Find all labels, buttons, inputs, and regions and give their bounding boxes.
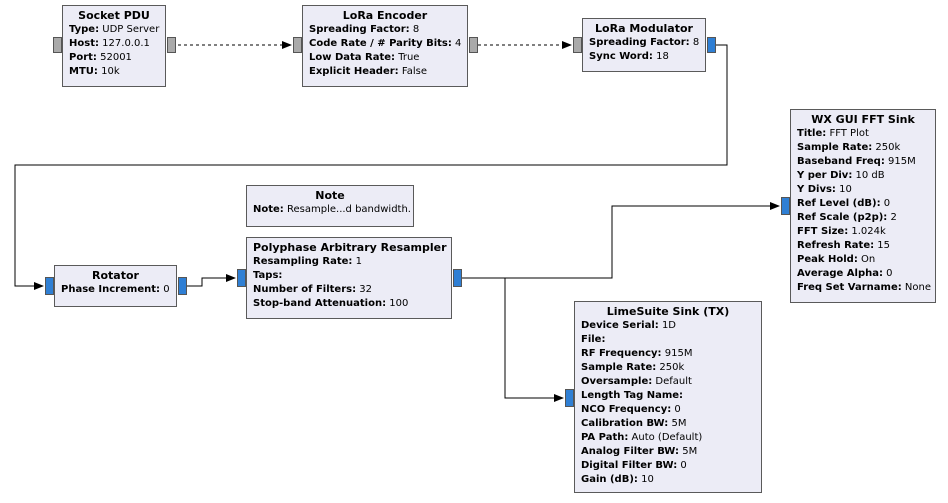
param-row: Ref Level (dB): 0 (797, 198, 891, 209)
block-title: Polyphase Arbitrary Resampler (253, 241, 447, 254)
block-title: Socket PDU (78, 9, 150, 22)
param-row: NCO Frequency: 0 (581, 404, 681, 415)
fft-sink-block[interactable]: WX GUI FFT Sink Title: FFT Plot Sample R… (790, 109, 936, 303)
lora-modulator-block[interactable]: LoRa Modulator Spreading Factor: 8 Sync … (582, 18, 706, 72)
param-row: Oversample: Default (581, 376, 692, 387)
limesuite-sink-input-port[interactable] (565, 389, 574, 407)
rotator-output-port[interactable] (178, 277, 187, 295)
param-row: Freq Set Varname: None (797, 282, 932, 293)
param-row: Length Tag Name: (581, 390, 684, 401)
resampler-block[interactable]: Polyphase Arbitrary Resampler Resampling… (246, 237, 452, 319)
param-row: Sample Rate: 250k (797, 142, 901, 153)
param-row: Sample Rate: 250k (581, 362, 685, 373)
param-row: Peak Hold: On (797, 254, 876, 265)
param-row: Average Alpha: 0 (797, 268, 893, 279)
param-row: RF Frequency: 915M (581, 348, 693, 359)
block-title: LoRa Encoder (342, 9, 428, 22)
limesuite-sink-block[interactable]: LimeSuite Sink (TX) Device Serial: 1D Fi… (574, 301, 762, 493)
socket-pdu-input-port[interactable] (53, 37, 62, 53)
param-row: Gain (dB): 10 (581, 474, 654, 485)
rotator-block[interactable]: Rotator Phase Increment: 0 (54, 265, 177, 307)
param-row: Y Divs: 10 (797, 184, 852, 195)
param-row: Stop-band Attenuation: 100 (253, 298, 409, 309)
block-title: WX GUI FFT Sink (811, 113, 915, 126)
fft-sink-input-port[interactable] (781, 197, 790, 215)
lora-modulator-input-port[interactable] (573, 37, 582, 53)
lora-modulator-output-port[interactable] (707, 37, 716, 53)
param-row: Digital Filter BW: 0 (581, 460, 687, 471)
param-row: Number of Filters: 32 (253, 284, 373, 295)
socket-pdu-output-port[interactable] (167, 37, 176, 53)
block-title: Note (315, 189, 345, 202)
param-row: Code Rate / # Parity Bits: 4 (309, 38, 462, 49)
param-row: Title: FFT Plot (797, 128, 869, 139)
param-row: Explicit Header: False (309, 66, 427, 77)
rotator-input-port[interactable] (45, 277, 54, 295)
block-title: LoRa Modulator (595, 22, 693, 35)
param-row: Device Serial: 1D (581, 320, 676, 331)
wire-rotator-to-resampler (187, 274, 236, 287)
resampler-output-port[interactable] (453, 269, 462, 287)
lora-encoder-block[interactable]: LoRa Encoder Spreading Factor: 8 Code Ra… (302, 5, 468, 87)
socket-pdu-block[interactable]: Socket PDU Type: UDP Server Host: 127.0.… (62, 5, 166, 87)
param-row: Type: UDP Server (69, 24, 160, 35)
param-row: Y per Div: 10 dB (797, 170, 885, 181)
param-row: Host: 127.0.0.1 (69, 38, 150, 49)
block-title: Rotator (92, 269, 139, 282)
param-row: Spreading Factor: 8 (589, 37, 700, 48)
lora-encoder-output-port[interactable] (469, 37, 478, 53)
param-row: FFT Size: 1.024k (797, 226, 886, 237)
param-row: Ref Scale (p2p): 2 (797, 212, 897, 223)
param-row: Resampling Rate: 1 (253, 256, 362, 267)
wire-resampler-to-fft (462, 202, 780, 279)
param-row: File: (581, 334, 606, 345)
param-row: Port: 52001 (69, 52, 132, 63)
wire-modulator-to-rotator (14, 44, 728, 290)
param-row: Sync Word: 18 (589, 51, 669, 62)
param-row: Taps: (253, 270, 283, 281)
param-row: PA Path: Auto (Default) (581, 432, 703, 443)
param-row: Calibration BW: 5M (581, 418, 687, 429)
param-row: Spreading Factor: 8 (309, 24, 420, 35)
param-row: Analog Filter BW: 5M (581, 446, 698, 457)
param-row: Refresh Rate: 15 (797, 240, 891, 251)
block-title: LimeSuite Sink (TX) (606, 305, 730, 318)
lora-encoder-input-port[interactable] (293, 37, 302, 53)
wire-resampler-to-limesuite (504, 278, 564, 402)
param-row: Low Data Rate: True (309, 52, 420, 63)
param-row: Note: Resample...d bandwidth. (253, 204, 411, 215)
param-row: Phase Increment: 0 (61, 284, 170, 295)
param-row: Baseband Freq: 915M (797, 156, 916, 167)
param-row: MTU: 10k (69, 66, 120, 77)
resampler-input-port[interactable] (237, 269, 246, 287)
note-block[interactable]: Note Note: Resample...d bandwidth. (246, 185, 414, 227)
